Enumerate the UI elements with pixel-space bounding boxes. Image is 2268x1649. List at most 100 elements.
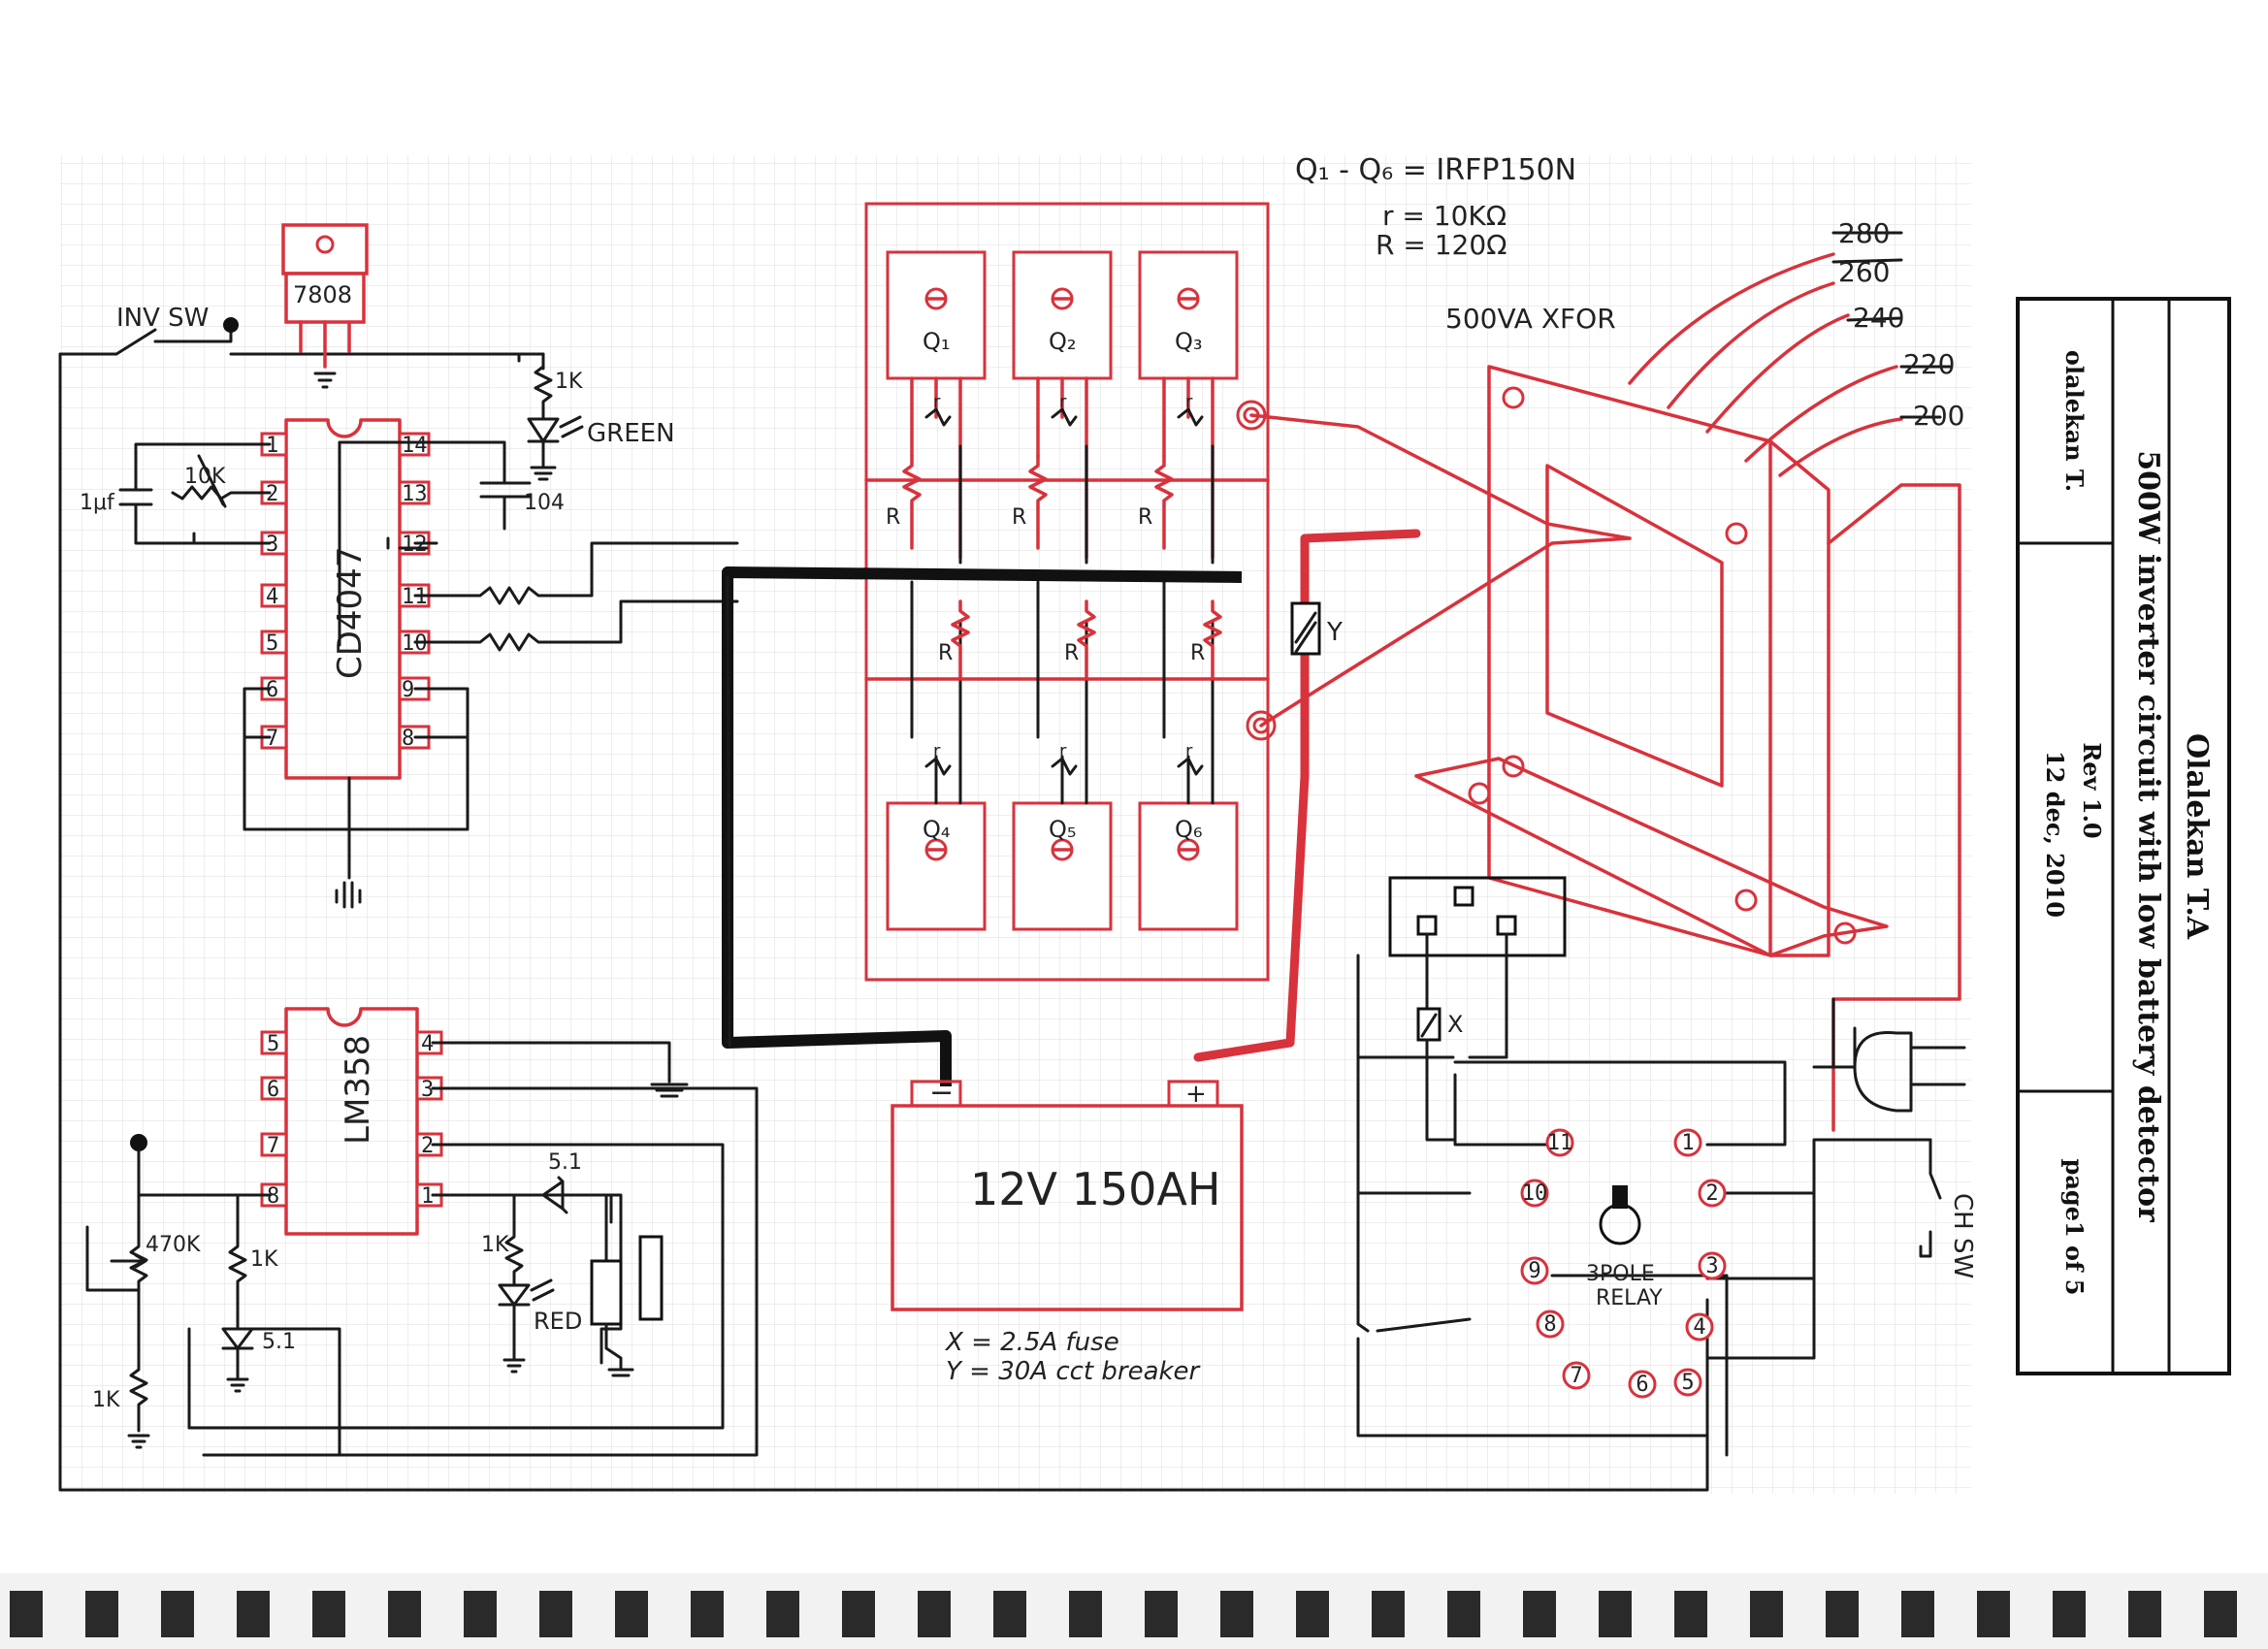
cd4047-pin-number: 6 <box>266 678 278 702</box>
mosfet-body <box>1012 801 1113 931</box>
zener-left-label: 5.1 <box>262 1330 296 1354</box>
inv-switch-label: INV SW <box>116 304 209 333</box>
binding-hole <box>1826 1591 1859 1637</box>
relay-pin-number: 3 <box>1705 1254 1718 1278</box>
lm358-pin-number: 1 <box>421 1184 434 1209</box>
binding-hole <box>1220 1591 1253 1637</box>
source-resistor-label: R <box>1138 505 1152 530</box>
gate-resistor <box>1051 757 1078 776</box>
binding-hole <box>1977 1591 2010 1637</box>
gate-resistor <box>1177 757 1204 776</box>
battery-positive-bus <box>1193 529 1421 1062</box>
cd4047-pin <box>398 480 431 505</box>
binding-hole <box>1523 1591 1556 1637</box>
binding-hole <box>388 1591 421 1637</box>
mosfet-mount-hole <box>924 287 948 310</box>
binding-hole <box>464 1591 497 1637</box>
cap-1u-label: 1μf <box>80 491 115 515</box>
title-block: Olalekan T.A 500W inverter circuit with … <box>2016 297 2231 1375</box>
mosfet-label: Q₂ <box>1049 328 1077 355</box>
gate-resistor-label: r <box>933 392 941 412</box>
gate-resistor-label: r <box>1059 392 1067 412</box>
gate-resistor <box>924 407 952 427</box>
relay-pin-number: 6 <box>1636 1373 1648 1397</box>
binding-hole <box>161 1591 194 1637</box>
relay-pin-number: 2 <box>1705 1181 1718 1206</box>
gate-resistor-label: r <box>1185 392 1193 412</box>
gate-resistor-label: r <box>933 741 941 761</box>
binding-hole <box>10 1591 43 1637</box>
gate-resistor-label: r <box>1059 741 1067 761</box>
lm358-pin-number: 2 <box>421 1134 434 1158</box>
res-1k-bottom-label: 1K <box>92 1388 120 1412</box>
source-resistor <box>902 454 922 550</box>
cd4047-pin-number: 3 <box>266 533 278 557</box>
binding-hole <box>1069 1591 1102 1637</box>
mosfet-label: Q₆ <box>1175 816 1203 843</box>
source-resistor <box>1203 599 1222 681</box>
drawing-date: 12 dec, 2010 <box>2041 751 2069 918</box>
fuse-note: X = 2.5A fuse <box>944 1328 1119 1357</box>
drawn-by: olalekan T. <box>2060 350 2089 492</box>
cap-104-label: 104 <box>524 491 565 515</box>
binding-hole <box>312 1591 345 1637</box>
cd4047-pin-number: 8 <box>402 727 414 751</box>
transformer-tap-label: 200 <box>1913 400 1964 432</box>
gate-resistor-label: r <box>1185 741 1193 761</box>
binding-hole <box>1750 1591 1783 1637</box>
binding-hole <box>1901 1591 1934 1637</box>
binding-hole <box>918 1591 951 1637</box>
cd4047-pin-number: 7 <box>266 727 278 751</box>
relay-pin-number: 7 <box>1570 1364 1582 1388</box>
transformer-label: 500VA XFOR <box>1445 303 1616 335</box>
binding-holes <box>0 1573 2268 1649</box>
cd4047-pin <box>260 630 288 655</box>
ch-switch-label: CH SW <box>1948 1193 1977 1278</box>
gate-resistor <box>924 757 952 776</box>
breaker-y-label: Y <box>1326 618 1343 647</box>
green-led-branch: 1K GREEN <box>527 352 675 481</box>
notes: X = 2.5A fuse Y = 30A cct breaker Q₁ - Q… <box>944 153 1576 1386</box>
cd4047-label: CD4047 <box>331 547 370 679</box>
binding-hole <box>1372 1591 1405 1637</box>
binding-hole <box>766 1591 799 1637</box>
revision: Rev 1.0 <box>2078 742 2106 838</box>
pot-10k-label: 10K <box>184 465 226 489</box>
mosfet-body <box>1012 250 1113 380</box>
lm358-label: LM358 <box>339 1035 377 1145</box>
zener-right-label: 5.1 <box>548 1150 582 1175</box>
res-1k-mid-label: 1K <box>250 1247 278 1272</box>
source-resistor-label: R <box>1012 505 1026 530</box>
cd4047-pin-number: 9 <box>402 678 414 702</box>
binding-hole <box>615 1591 648 1637</box>
mosfet-body <box>1138 250 1239 380</box>
relay-pin-number: 10 <box>1522 1181 1548 1206</box>
mosfet-mount-hole <box>1177 838 1200 861</box>
relay-pin <box>1673 1128 1702 1157</box>
lm358-pin-number: 6 <box>267 1078 279 1102</box>
breaker-y: Y <box>1290 601 1343 656</box>
relay-pin <box>1698 1179 1727 1208</box>
transformer-tap-label: 280 <box>1838 217 1890 249</box>
binding-hole <box>237 1591 270 1637</box>
lm358-pin-number: 7 <box>267 1134 279 1158</box>
cd4047-pin <box>260 583 288 608</box>
mosfet-mount-hole <box>1177 287 1200 310</box>
cd4047-pin-number: 14 <box>402 434 428 458</box>
cd4047-pin-number: 2 <box>266 482 278 506</box>
transformer-tap-label: 260 <box>1838 256 1890 288</box>
binding-hole <box>1145 1591 1178 1637</box>
relay-pin <box>1520 1179 1549 1208</box>
mosfet-mount-hole <box>924 838 948 861</box>
source-resistor-label: R <box>1064 641 1079 665</box>
relay-label-line2: RELAY <box>1596 1286 1663 1310</box>
binding-hole <box>2053 1591 2086 1637</box>
relay-pin <box>1628 1370 1657 1399</box>
lm358-pin <box>260 1076 288 1101</box>
relay-pin <box>1685 1312 1714 1342</box>
mosfet-body <box>886 250 987 380</box>
binding-hole <box>1599 1591 1632 1637</box>
green-led-label: GREEN <box>587 419 675 448</box>
cd4047-pin-number: 4 <box>266 585 278 609</box>
